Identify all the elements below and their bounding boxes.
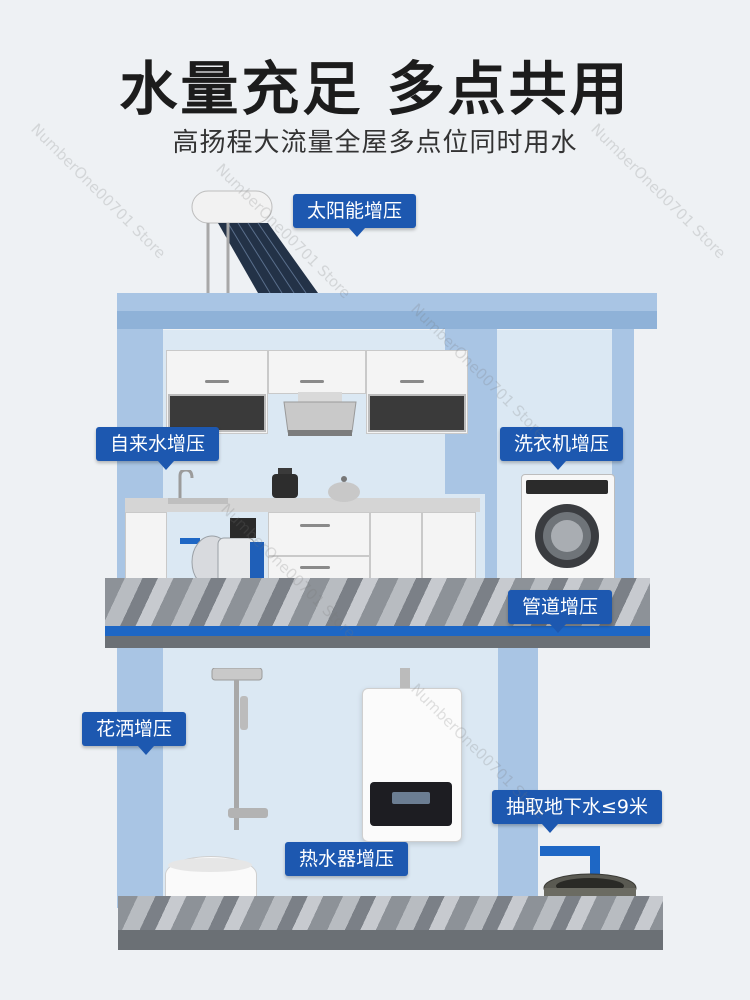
well-pipe (590, 846, 600, 890)
middle-floor-edge (105, 636, 650, 648)
washer-control-panel (526, 480, 608, 494)
label-tap-boost: 自来水增压 (96, 427, 220, 470)
heater-display-readout (392, 792, 430, 804)
label-pipe-boost: 管道增压 (508, 590, 613, 633)
label-washer-text: 洗衣机增压 (514, 433, 610, 455)
label-shower-text: 花洒增压 (96, 718, 173, 740)
heater-top-pipe (400, 668, 410, 688)
well-pipe (540, 846, 600, 856)
floor-pipe (105, 626, 650, 636)
cabinet-handle (300, 380, 324, 383)
range-hood-icon (283, 392, 357, 436)
cabinet-handle (205, 380, 229, 383)
roof-slab-edge (117, 311, 657, 329)
page-subtitle: 高扬程大流量全屋多点位同时用水 (172, 128, 578, 158)
label-pipe-text: 管道增压 (522, 596, 599, 618)
cabinet-glass-door (368, 394, 466, 432)
shower-icon (211, 668, 268, 830)
cabinet-handle (400, 380, 424, 383)
label-shower-boost: 花洒增压 (82, 712, 187, 755)
faucet-icon (168, 470, 228, 504)
upper-cabinet (268, 350, 366, 394)
label-underground-water: 抽取地下水≤9米 (492, 790, 663, 833)
pot-icon (328, 476, 360, 502)
interior-wall (498, 648, 538, 930)
kettle-icon (272, 468, 298, 498)
label-heater-boost: 热水器增压 (285, 842, 409, 876)
ground-floor-edge (118, 930, 663, 950)
washer-door-icon (535, 504, 599, 568)
label-tap-text: 自来水增压 (110, 433, 206, 455)
exterior-wall-left (117, 648, 163, 908)
cabinet-handle (300, 566, 330, 569)
cabinet-handle (300, 524, 330, 527)
solar-heater-icon (191, 190, 318, 294)
label-underground-text: 抽取地下水≤9米 (506, 796, 649, 818)
bathtub-rim (168, 858, 252, 872)
label-solar-text: 太阳能增压 (307, 200, 403, 222)
page-title: 水量充足 多点共用 (119, 55, 631, 123)
lower-cabinet (268, 512, 370, 556)
ground-floor (118, 896, 663, 932)
label-heater-text: 热水器增压 (299, 848, 395, 870)
interior-wall (485, 329, 497, 619)
heater-display-panel (370, 782, 452, 826)
label-solar-boost: 太阳能增压 (293, 194, 417, 237)
label-washer-boost: 洗衣机增压 (500, 427, 624, 470)
water-pump-icon (180, 518, 264, 594)
